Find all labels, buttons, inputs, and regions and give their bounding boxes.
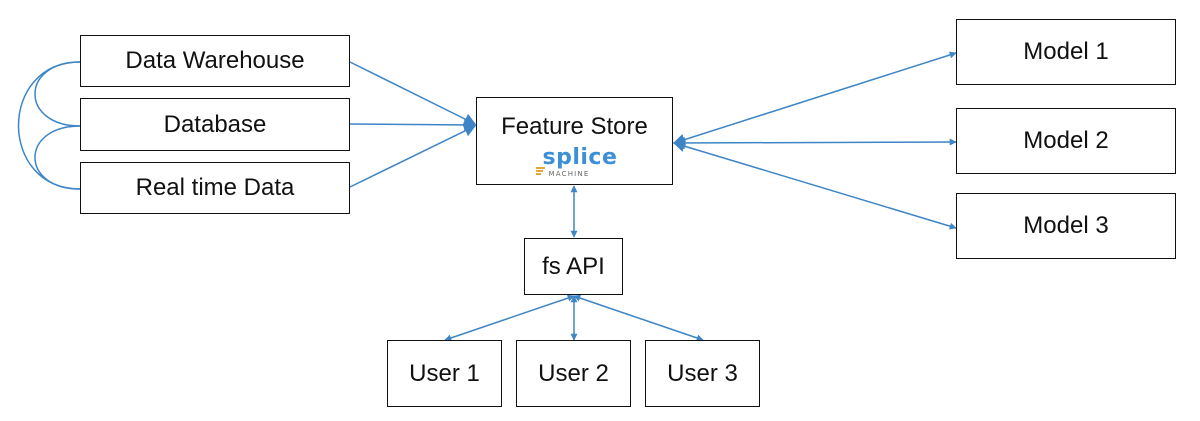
- user-3-node: User 3: [645, 340, 760, 407]
- source-bracket-curve: [34, 61, 81, 127]
- model-2-label: Model 2: [1023, 127, 1109, 154]
- edge-warehouse-to-feature-store: [349, 61, 477, 125]
- source-bracket-curve: [17, 61, 81, 190]
- user-1-label: User 1: [409, 359, 480, 387]
- database-label: Database: [163, 110, 267, 138]
- edge-realtime-to-feature-store: [349, 125, 477, 188]
- edge-api-user-1: [444, 294, 575, 342]
- edge-feature-store-model-1: [672, 51, 957, 146]
- feature-store-label: Feature Store: [501, 113, 648, 140]
- user-3-label: User 3: [667, 359, 738, 387]
- fs-api-label: fs API: [542, 252, 605, 280]
- edge-feature-store-model-3: [672, 140, 957, 230]
- splice-machine-logo-mark-icon: [535, 167, 545, 177]
- model-3-node: Model 3: [956, 193, 1176, 259]
- user-1-node: User 1: [387, 340, 502, 407]
- splice-machine-logo: splice MACHINE: [535, 145, 618, 179]
- splice-logo-word: splice: [542, 145, 618, 170]
- user-2-node: User 2: [516, 340, 631, 407]
- fs-api-node: fs API: [524, 238, 623, 295]
- machine-logo-subtext: MACHINE: [548, 170, 590, 178]
- model-1-label: Model 1: [1023, 38, 1109, 65]
- data-warehouse-node: Data Warehouse: [80, 35, 350, 87]
- user-2-label: User 2: [538, 359, 609, 387]
- model-1-node: Model 1: [956, 19, 1176, 85]
- model-2-node: Model 2: [956, 108, 1176, 174]
- database-node: Database: [80, 98, 350, 151]
- edge-database-to-feature-store: [349, 118, 477, 131]
- model-3-label: Model 3: [1023, 212, 1109, 239]
- source-bracket-curve: [34, 125, 81, 190]
- edge-api-user-3: [573, 294, 704, 342]
- real-time-data-label: Real time Data: [135, 174, 295, 201]
- edge-feature-store-model-2: [672, 136, 957, 149]
- feature-store-node: Feature Store splice MACHINE: [476, 97, 673, 185]
- real-time-data-node: Real time Data: [80, 162, 350, 214]
- data-warehouse-label: Data Warehouse: [125, 47, 305, 74]
